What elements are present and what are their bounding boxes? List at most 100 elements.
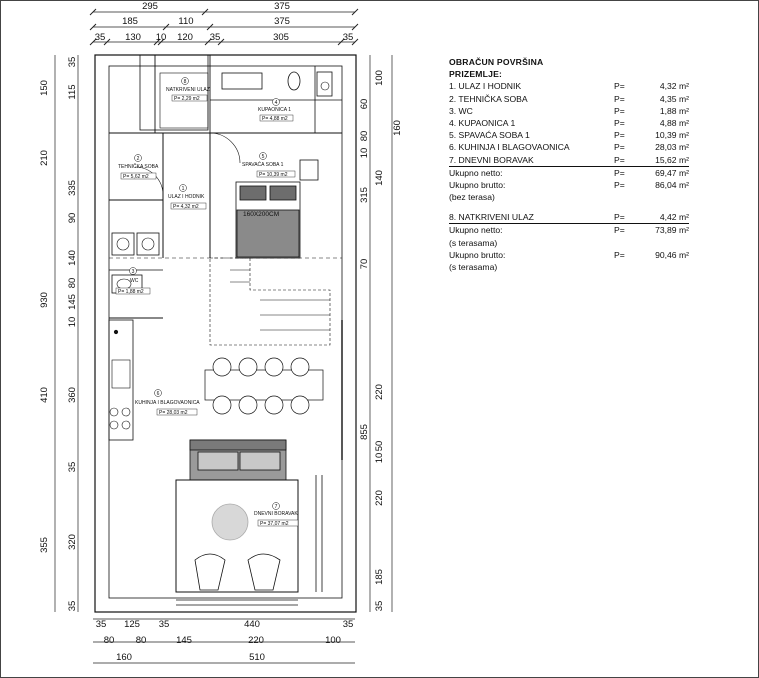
room-name: 8. NATKRIVENI ULAZ <box>449 212 534 223</box>
svg-text:KUPAONICA 1: KUPAONICA 1 <box>258 107 291 113</box>
dim-right-14: 50 <box>374 441 385 452</box>
dim-left-12: 145 <box>67 294 78 310</box>
room-name: 4. KUPAONICA 1 <box>449 117 516 128</box>
area-value: 4,35 m² <box>659 93 689 104</box>
dim-left-11: 80 <box>67 278 78 289</box>
dim-right-2: 160 <box>392 120 403 136</box>
area-prefix: P= <box>614 212 625 223</box>
room-name: 6. KUHINJA I BLAGOVAONICA <box>449 142 570 153</box>
bed <box>235 159 319 259</box>
dim-top-11: 305 <box>273 32 289 43</box>
svg-text:SPAVAĆA SOBA 1: SPAVAĆA SOBA 1 <box>242 161 284 168</box>
area-prefix: P= <box>614 93 625 104</box>
dimension-labels-top: 295 375 185 110 375 35 130 10 120 35 305… <box>95 1 354 43</box>
area-row-1: 1. ULAZ I HODNIK P= 4,32 m² <box>449 80 689 92</box>
dim-bot-8: 145 <box>176 635 192 646</box>
dim-left-5: 355 <box>39 537 50 553</box>
dim-left-8: 335 <box>67 180 78 196</box>
dim-bot-6: 80 <box>104 635 115 646</box>
dim-bot-9: 220 <box>248 635 264 646</box>
sofa <box>189 439 287 481</box>
area-value: 1,88 m² <box>659 105 689 116</box>
dim-left-10: 140 <box>67 250 78 266</box>
area-prefix: P= <box>614 154 625 165</box>
dim-top-4: 110 <box>178 16 193 27</box>
svg-text:ULAZ I HODNIK: ULAZ I HODNIK <box>168 194 205 200</box>
area-value: 4,32 m² <box>659 81 689 92</box>
room-label-2: 2 TEHNIČKA SOBA P= 5,62 m2 <box>118 154 159 180</box>
area-row-6: 6. KUHINJA I BLAGOVAONICA P= 28,03 m² <box>449 141 689 153</box>
dim-right-4: 315 <box>359 187 370 203</box>
svg-text:5: 5 <box>262 154 265 160</box>
dim-top-6: 35 <box>95 32 106 43</box>
area-prefix: P= <box>614 81 625 92</box>
dim-left-15: 35 <box>67 462 78 473</box>
dim-top-5: 375 <box>274 16 290 27</box>
area-row-8: 8. NATKRIVENI ULAZ P= 4,42 m² <box>449 211 689 225</box>
svg-text:P= 37,07 m2: P= 37,07 m2 <box>260 521 289 527</box>
dim-left-4: 410 <box>39 387 50 403</box>
living-area <box>175 475 323 606</box>
dim-right-5: 220 <box>374 384 385 400</box>
dim-top-3: 185 <box>122 16 138 27</box>
dim-top-7: 130 <box>125 32 141 43</box>
svg-text:7: 7 <box>275 504 278 510</box>
dim-left-14: 360 <box>67 387 78 403</box>
area-prefix: P= <box>614 167 625 178</box>
total-label: Ukupno brutto: <box>449 249 506 260</box>
svg-text:2: 2 <box>137 156 140 162</box>
dim-left-13: 10 <box>67 317 78 328</box>
area-row-4: 4. KUPAONICA 1 P= 4,88 m² <box>449 117 689 129</box>
dining-table <box>204 357 324 415</box>
total-value: 73,89 m² <box>655 225 689 236</box>
dim-right-12: 10 <box>359 148 370 159</box>
dim-bot-5: 35 <box>343 619 354 630</box>
dim-left-7: 115 <box>67 84 78 99</box>
svg-text:P= 5,62 m2: P= 5,62 m2 <box>123 174 149 180</box>
svg-text:WC: WC <box>130 278 139 284</box>
dim-right-3: 140 <box>374 170 385 186</box>
dimension-lines <box>54 8 393 664</box>
area-prefix: P= <box>614 179 625 190</box>
area-prefix: P= <box>614 225 625 236</box>
total-note: (s terasama) <box>449 262 498 273</box>
dim-bot-4: 440 <box>244 619 260 630</box>
area-value: 4,88 m² <box>659 117 689 128</box>
room-label-7: 7 DNEVNI BORAVAK P= 37,07 m2 <box>254 502 298 527</box>
svg-text:DNEVNI BORAVAK: DNEVNI BORAVAK <box>254 511 298 517</box>
dim-bot-3: 35 <box>159 619 170 630</box>
room-label-3: 3 WC P= 1,88 m2 <box>115 267 151 295</box>
area-row-5: 5. SPAVAĆA SOBA 1 P= 10,39 m² <box>449 129 689 141</box>
svg-text:3: 3 <box>132 269 135 275</box>
room-name: 7. DNEVNI BORAVAK <box>449 154 534 165</box>
room-name: 3. WC <box>449 105 473 116</box>
area-calculation-table: OBRAČUN POVRŠINA PRIZEMLJE: 1. ULAZ I HO… <box>449 56 689 273</box>
dim-left-16: 320 <box>67 534 78 550</box>
area-prefix: P= <box>614 130 625 141</box>
total-netto-row: Ukupno netto: P= 69,47 m² <box>449 167 689 179</box>
room-label-8: 8 NATKRIVENI ULAZ P= 2,29 m2 <box>166 77 210 102</box>
area-row-2: 2. TEHNIČKA SOBA P= 4,35 m² <box>449 93 689 105</box>
dim-left-3: 930 <box>39 292 50 308</box>
table-subtitle: PRIZEMLJE: <box>449 69 503 80</box>
area-prefix: P= <box>614 142 625 153</box>
dim-top-1: 295 <box>142 1 158 12</box>
svg-text:6: 6 <box>157 391 160 397</box>
room-label-6: 6 KUHINJA I BLAGOVAONICA P= 28,03 m2 <box>135 389 200 416</box>
table-title: OBRAČUN POVRŠINA <box>449 57 544 67</box>
dim-bot-12: 510 <box>249 652 265 663</box>
svg-text:P= 1,88 m2: P= 1,88 m2 <box>118 289 144 295</box>
room-label-4: 4 KUPAONICA 1 P= 4,88 m2 <box>258 98 294 122</box>
dim-top-12: 35 <box>343 32 354 43</box>
area-value: 15,62 m² <box>655 154 689 165</box>
dimension-labels-bottom: 35 125 35 440 35 80 80 145 220 100 160 5… <box>96 619 354 663</box>
total-brutto-row: Ukupno brutto: P= 86,04 m² <box>449 179 689 191</box>
area-row-7: 7. DNEVNI BORAVAK P= 15,62 m² <box>449 154 689 167</box>
dim-right-11: 80 <box>359 131 370 142</box>
total-note: (bez terasa) <box>449 192 495 203</box>
total-note: (s terasama) <box>449 237 498 248</box>
room-name: 1. ULAZ I HODNIK <box>449 81 522 92</box>
svg-text:KUHINJA I BLAGOVAONICA: KUHINJA I BLAGOVAONICA <box>135 400 200 406</box>
svg-text:TEHNIČKA SOBA: TEHNIČKA SOBA <box>118 163 159 170</box>
